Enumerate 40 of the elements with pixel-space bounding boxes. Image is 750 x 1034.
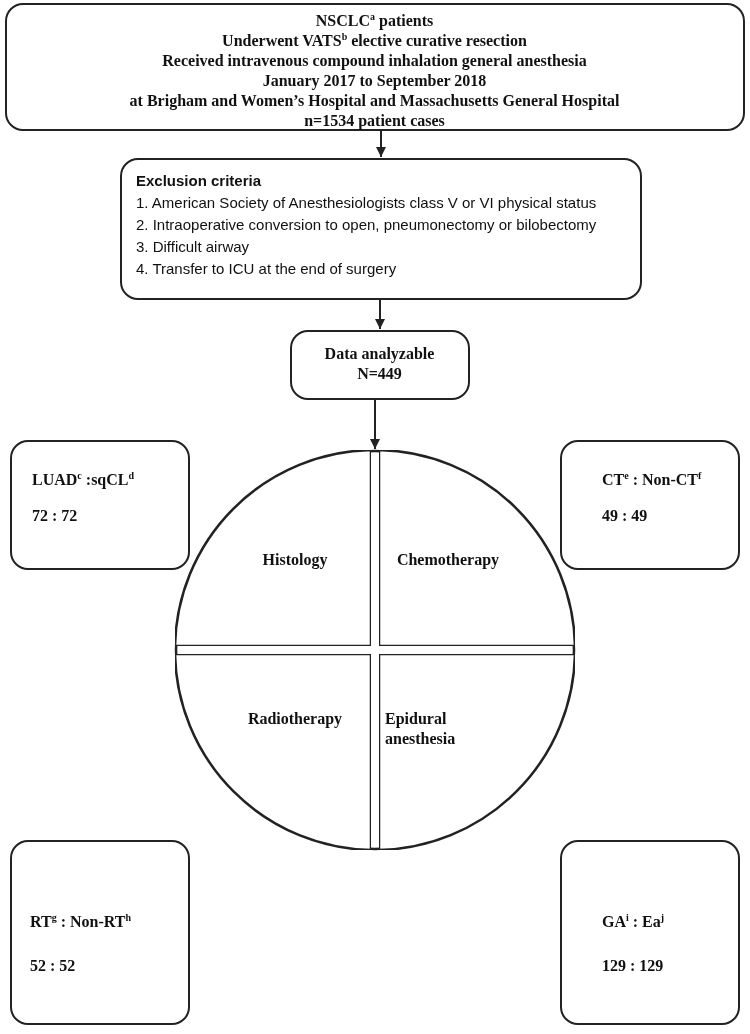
process-box (10, 840, 190, 1025)
box-text: Data analyzable (323, 344, 436, 364)
process-box (560, 840, 740, 1025)
arrow (370, 399, 380, 450)
quadrant-label: Chemotherapy (395, 550, 501, 570)
process-box (560, 440, 740, 570)
ratio-label: CT$^{e}$ : Non-CT$^{f}$ (602, 470, 703, 490)
ratio-value: 72 : 72 (32, 506, 79, 526)
ratio-label: RT$^{g}$ : Non-RT$^{h}$ (30, 912, 132, 932)
title-line: at Brigham and Women’s Hospital and Massachusetts General Hospital (128, 91, 621, 111)
ratio-value: 49 : 49 (602, 506, 649, 526)
criteria-item: 4. Transfer to ICU at the end of surgery (136, 259, 398, 279)
arrow (375, 299, 385, 330)
criteria-item: 1. American Society of Anesthesiologists class V or VI physical status (136, 193, 598, 213)
ratio-label: LUAD$^{c}$ :sqCL$^{d}$ (32, 470, 136, 490)
arrow (376, 130, 386, 158)
title-line: Received intravenous compound inhalation general anesthesia (161, 51, 588, 71)
quadrant-shape (175, 654, 371, 850)
process-box (290, 330, 470, 400)
title-line: NSCLC$^{a}$ patients (314, 11, 435, 31)
title-line: January 2017 to September 2018 (261, 71, 488, 91)
ratio-value: 52 : 52 (30, 956, 77, 976)
criteria-item: 3. Difficult airway (136, 237, 251, 257)
title-line: n=1534 patient cases (303, 111, 446, 131)
quadrant-label: Radiotherapy (246, 709, 344, 729)
quadrant-shape (379, 450, 575, 646)
ratio-label: GA$^{i}$ : Ea$^{j}$ (602, 912, 666, 932)
quadrant-label: Epidural anesthesia (385, 709, 457, 749)
quadrant-shape (379, 654, 575, 850)
criteria-heading: Exclusion criteria (136, 171, 263, 191)
process-box (10, 440, 190, 570)
ratio-value: 129 : 129 (602, 956, 665, 976)
box-text: N=449 (356, 364, 403, 384)
title-line: Underwent VATS$^{b}$ elective curative resection (221, 31, 528, 51)
quadrant-shape (175, 450, 371, 646)
process-box (5, 3, 745, 131)
criteria-item: 2. Intraoperative conversion to open, pneumonectomy or bilobectomy (136, 215, 598, 235)
circle-node (175, 450, 575, 850)
quadrant-label: Histology (261, 550, 329, 570)
process-box (120, 158, 642, 300)
